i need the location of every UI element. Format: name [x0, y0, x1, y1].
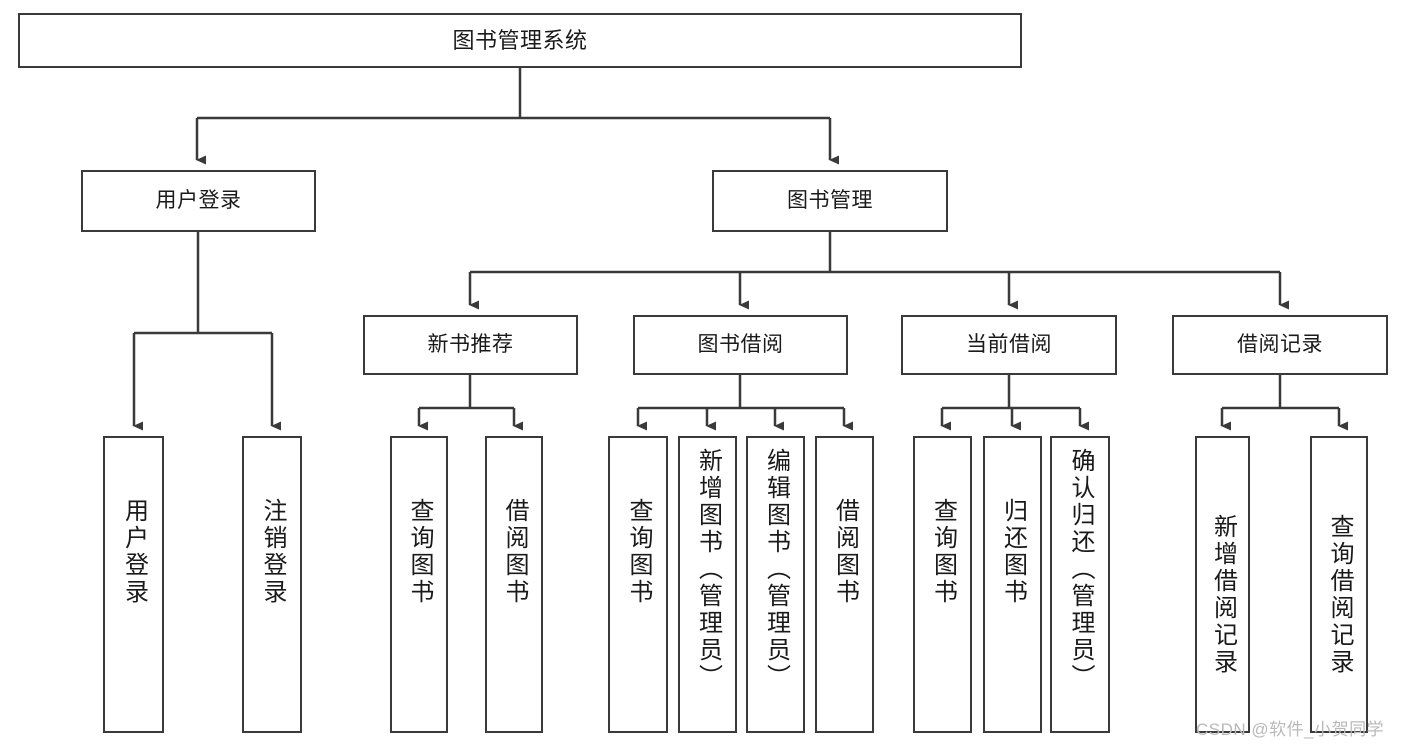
node-label: 图书管理: [787, 188, 873, 212]
leaf-node[interactable]: 注销登录: [242, 436, 302, 733]
node-book-borrow[interactable]: 图书借阅: [633, 315, 848, 375]
node-label: 新增借阅记录: [1209, 514, 1237, 676]
node-label: 查询图书: [624, 498, 652, 606]
node-current-borrow[interactable]: 当前借阅: [901, 315, 1117, 375]
node-label: 当前借阅: [966, 332, 1052, 356]
node-new-book-recommend[interactable]: 新书推荐: [363, 315, 578, 375]
node-book-management[interactable]: 图书管理: [712, 170, 948, 232]
node-label: 查询图书: [405, 498, 433, 606]
node-root[interactable]: 图书管理系统: [18, 13, 1022, 68]
node-label: 借阅图书: [500, 498, 528, 606]
leaf-node[interactable]: 查询图书: [390, 436, 448, 733]
node-label: 借阅图书: [831, 498, 859, 606]
node-label: 新书推荐: [427, 332, 514, 356]
leaf-node[interactable]: 查询借阅记录: [1310, 436, 1368, 733]
node-label: 用户登录: [155, 188, 242, 212]
leaf-node[interactable]: 新增借阅记录: [1195, 436, 1250, 733]
leaf-node[interactable]: 查询图书: [608, 436, 668, 733]
node-label: 借阅记录: [1237, 332, 1323, 356]
leaf-node[interactable]: 借阅图书: [815, 436, 874, 733]
node-label: 注销登录: [258, 498, 286, 606]
node-label: 用户登录: [120, 498, 148, 606]
leaf-node[interactable]: 新增图书（管理员）: [678, 436, 737, 733]
node-label: 确认归还（管理员）: [1066, 448, 1094, 691]
node-label: 查询借阅记录: [1325, 514, 1353, 676]
node-label: 编辑图书（管理员）: [762, 448, 790, 691]
leaf-node[interactable]: 用户登录: [103, 436, 164, 733]
node-label: 新增图书（管理员）: [694, 448, 722, 691]
leaf-node[interactable]: 归还图书: [983, 436, 1042, 733]
node-borrow-record[interactable]: 借阅记录: [1172, 315, 1388, 375]
watermark: CSDN @软件_小贺同学: [1196, 720, 1385, 739]
node-label: 归还图书: [999, 498, 1027, 606]
node-label: 查询图书: [929, 498, 957, 606]
leaf-node[interactable]: 借阅图书: [485, 436, 543, 733]
node-label: 图书借阅: [697, 332, 784, 356]
leaf-node[interactable]: 编辑图书（管理员）: [746, 436, 805, 733]
node-user-login[interactable]: 用户登录: [81, 170, 316, 232]
node-label: 图书管理系统: [452, 27, 588, 53]
leaf-node[interactable]: 查询图书: [913, 436, 972, 733]
leaf-node[interactable]: 确认归还（管理员）: [1050, 436, 1110, 733]
